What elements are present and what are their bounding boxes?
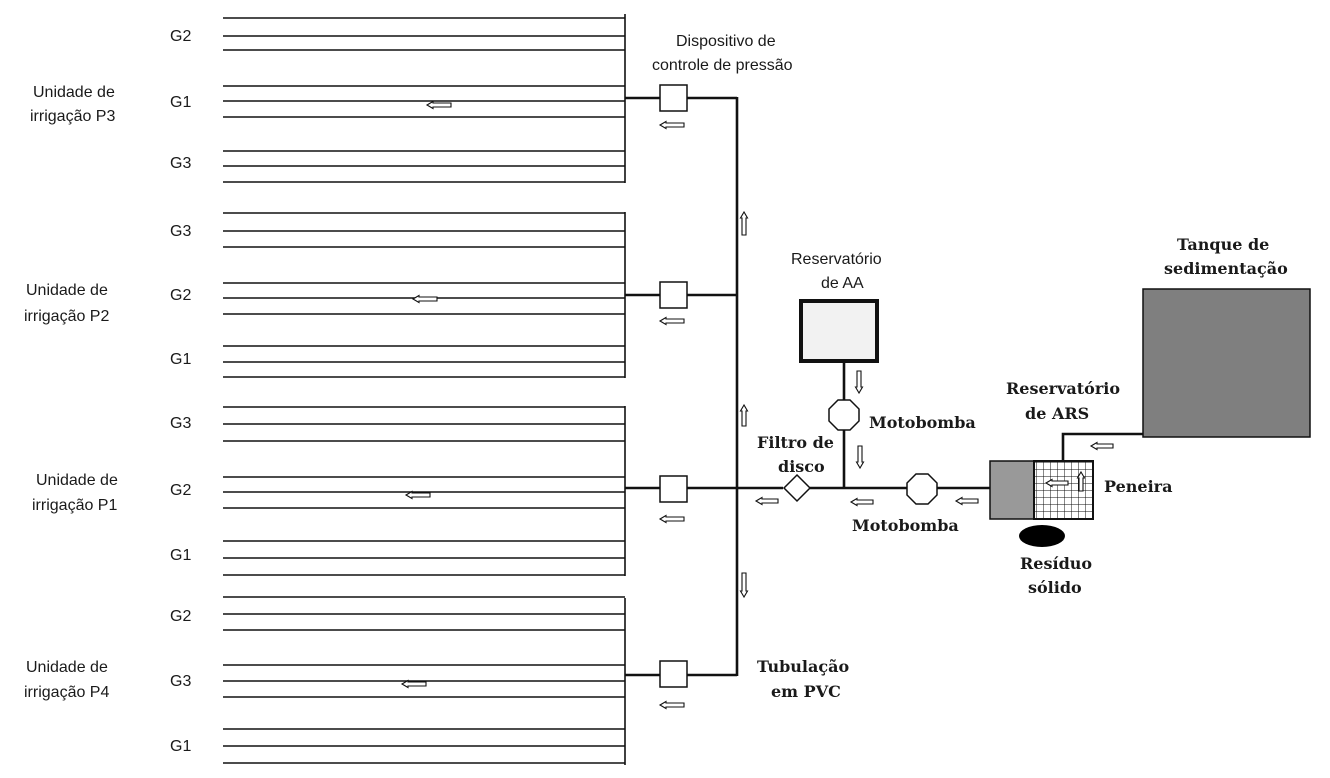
group-label: G1 <box>170 738 191 755</box>
lateral-lines <box>223 212 625 378</box>
flow-arrow-icon <box>404 490 431 500</box>
group-label: G2 <box>170 287 191 304</box>
flow-arrow-icon <box>658 514 685 524</box>
flow-arrow-icon <box>849 497 874 507</box>
pressure-valve-icon <box>659 660 688 688</box>
group-label: G3 <box>170 155 191 172</box>
tank-outlet-pipe <box>1061 432 1160 461</box>
disc-filter-label: disco <box>778 457 825 476</box>
motor-pump-label: Motobomba <box>852 516 959 535</box>
group-label: G1 <box>170 351 191 368</box>
unit-label: irrigação P4 <box>24 684 109 701</box>
flow-arrow-icon <box>411 294 438 304</box>
pump-icon <box>828 399 860 431</box>
aa-reservoir-label: de AA <box>821 275 864 292</box>
ars-reservoir-label: Reservatório <box>1006 379 1120 398</box>
flow-arrow-icon <box>1089 441 1114 451</box>
ars-reservoir-label: de ARS <box>1025 404 1089 423</box>
flow-arrow-icon <box>658 700 685 710</box>
flow-arrow-icon <box>739 210 749 236</box>
flow-arrow-icon <box>400 679 427 689</box>
group-label: G1 <box>170 94 191 111</box>
disc-filter-label: Filtro de <box>757 433 834 452</box>
solid-residue-label: Resíduo <box>1020 554 1092 573</box>
unit-label: Unidade de <box>26 659 108 676</box>
group-label: G2 <box>170 608 191 625</box>
unit-label: Unidade de <box>33 84 115 101</box>
pressure-device-label: controle de pressão <box>652 57 793 74</box>
group-label: G3 <box>170 673 191 690</box>
unit-label: irrigação P3 <box>30 108 115 125</box>
pvc-pipe-label: em PVC <box>771 682 841 701</box>
irrigation-unit-p4: Unidade de irrigação P4 G2 G3 G1 <box>24 596 737 765</box>
settling-tank <box>1142 288 1311 438</box>
lateral-lines <box>223 17 625 183</box>
irrigation-unit-p3: Unidade de irrigação P3 G2 G1 G3 <box>30 14 737 183</box>
unit-label: Unidade de <box>26 282 108 299</box>
solid-residue-label: sólido <box>1028 578 1082 597</box>
sieve <box>1033 460 1094 520</box>
motor-pump-label: Motobomba <box>869 413 976 432</box>
pvc-pipe-label: Tubulação <box>757 657 849 676</box>
group-label: G2 <box>170 28 191 45</box>
unit-label: irrigação P1 <box>32 497 117 514</box>
flow-arrow-icon <box>739 572 749 599</box>
disc-filter-icon <box>782 473 812 503</box>
pressure-valve-icon <box>659 281 688 309</box>
ars-reservoir <box>989 460 1035 520</box>
group-label: G2 <box>170 482 191 499</box>
settling-tank-label: Tanque de <box>1177 235 1269 254</box>
pressure-device-label: Dispositivo de <box>676 33 776 50</box>
group-label: G1 <box>170 547 191 564</box>
flow-arrow-icon <box>1044 478 1069 488</box>
lateral-lines <box>223 406 625 576</box>
flow-arrow-icon <box>754 496 779 506</box>
flow-arrow-icon <box>854 370 864 395</box>
flow-arrow-icon <box>1076 470 1086 492</box>
pressure-valve-icon <box>659 84 688 112</box>
flow-arrow-icon <box>954 496 979 506</box>
flow-arrow-icon <box>658 120 685 130</box>
settling-tank-label: sedimentação <box>1164 259 1288 278</box>
lateral-lines <box>223 596 625 764</box>
pressure-valve-icon <box>659 475 688 503</box>
sieve-label: Peneira <box>1104 477 1172 496</box>
flow-arrow-icon <box>739 403 749 427</box>
solid-residue <box>1019 525 1065 547</box>
aa-reservoir-label: Reservatório <box>791 251 882 268</box>
flow-arrow-icon <box>855 445 865 470</box>
pump-icon <box>906 473 938 505</box>
aa-reservoir <box>799 299 879 363</box>
irrigation-unit-p1: Unidade de irrigação P1 G3 G2 G1 <box>32 406 783 576</box>
flow-arrow-icon <box>658 316 685 326</box>
unit-label: Unidade de <box>36 472 118 489</box>
unit-label: irrigação P2 <box>24 308 109 325</box>
group-label: G3 <box>170 415 191 432</box>
irrigation-unit-p2: Unidade de irrigação P2 G3 G2 G1 <box>24 212 737 378</box>
group-label: G3 <box>170 223 191 240</box>
flow-arrow-icon <box>425 100 452 110</box>
